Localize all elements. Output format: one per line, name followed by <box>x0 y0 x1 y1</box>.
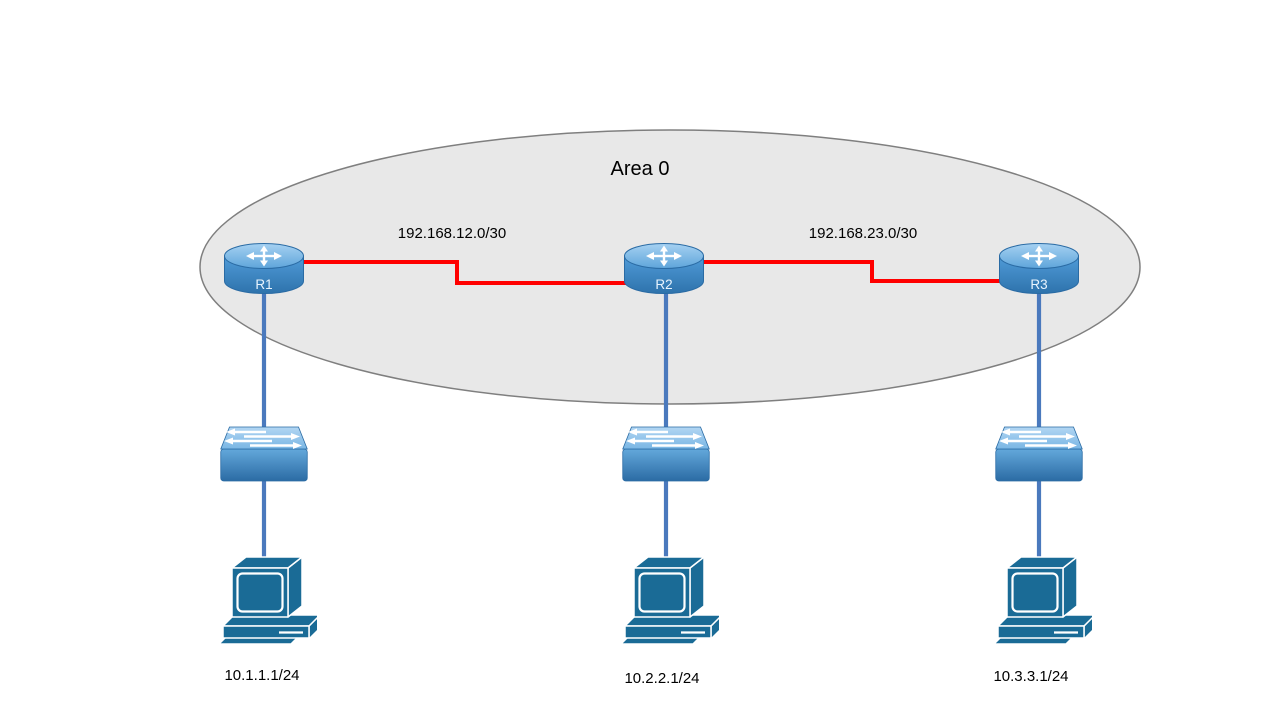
switch-icon-2 <box>622 426 710 482</box>
link-label-r2-r3: 192.168.23.0/30 <box>808 225 918 242</box>
link-r1-r2 <box>304 260 626 285</box>
router-label-r3: R3 <box>1030 277 1047 292</box>
host-subnet-label-2: 10.2.2.1/24 <box>624 670 700 687</box>
pc-icon-3 <box>992 555 1092 645</box>
area0-label: Area 0 <box>610 158 670 180</box>
pc-icon-1 <box>217 555 317 645</box>
switch-icon-3 <box>995 426 1083 482</box>
host-subnet-label-3: 10.3.3.1/24 <box>993 668 1069 685</box>
router-label-r2: R2 <box>655 277 672 292</box>
link-label-r1-r2: 192.168.12.0/30 <box>397 225 507 242</box>
host-subnet-label-1: 10.1.1.1/24 <box>224 667 300 684</box>
router-label-r1: R1 <box>255 277 272 292</box>
pc-icon-2 <box>619 555 719 645</box>
link-r2-r3 <box>703 260 1000 283</box>
switch-icon-1 <box>220 426 308 482</box>
